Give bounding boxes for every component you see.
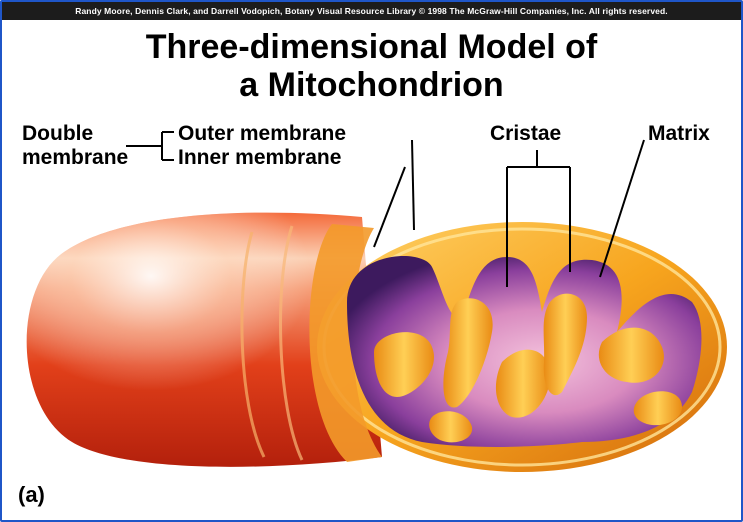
- label-matrix: Matrix: [648, 122, 710, 146]
- label-inner-membrane: Inner membrane: [178, 146, 341, 170]
- label-cristae: Cristae: [490, 122, 561, 146]
- label-membrane: membrane: [22, 146, 128, 170]
- label-double: Double: [22, 122, 93, 146]
- label-outer-membrane: Outer membrane: [178, 122, 346, 146]
- panel-label: (a): [18, 482, 45, 508]
